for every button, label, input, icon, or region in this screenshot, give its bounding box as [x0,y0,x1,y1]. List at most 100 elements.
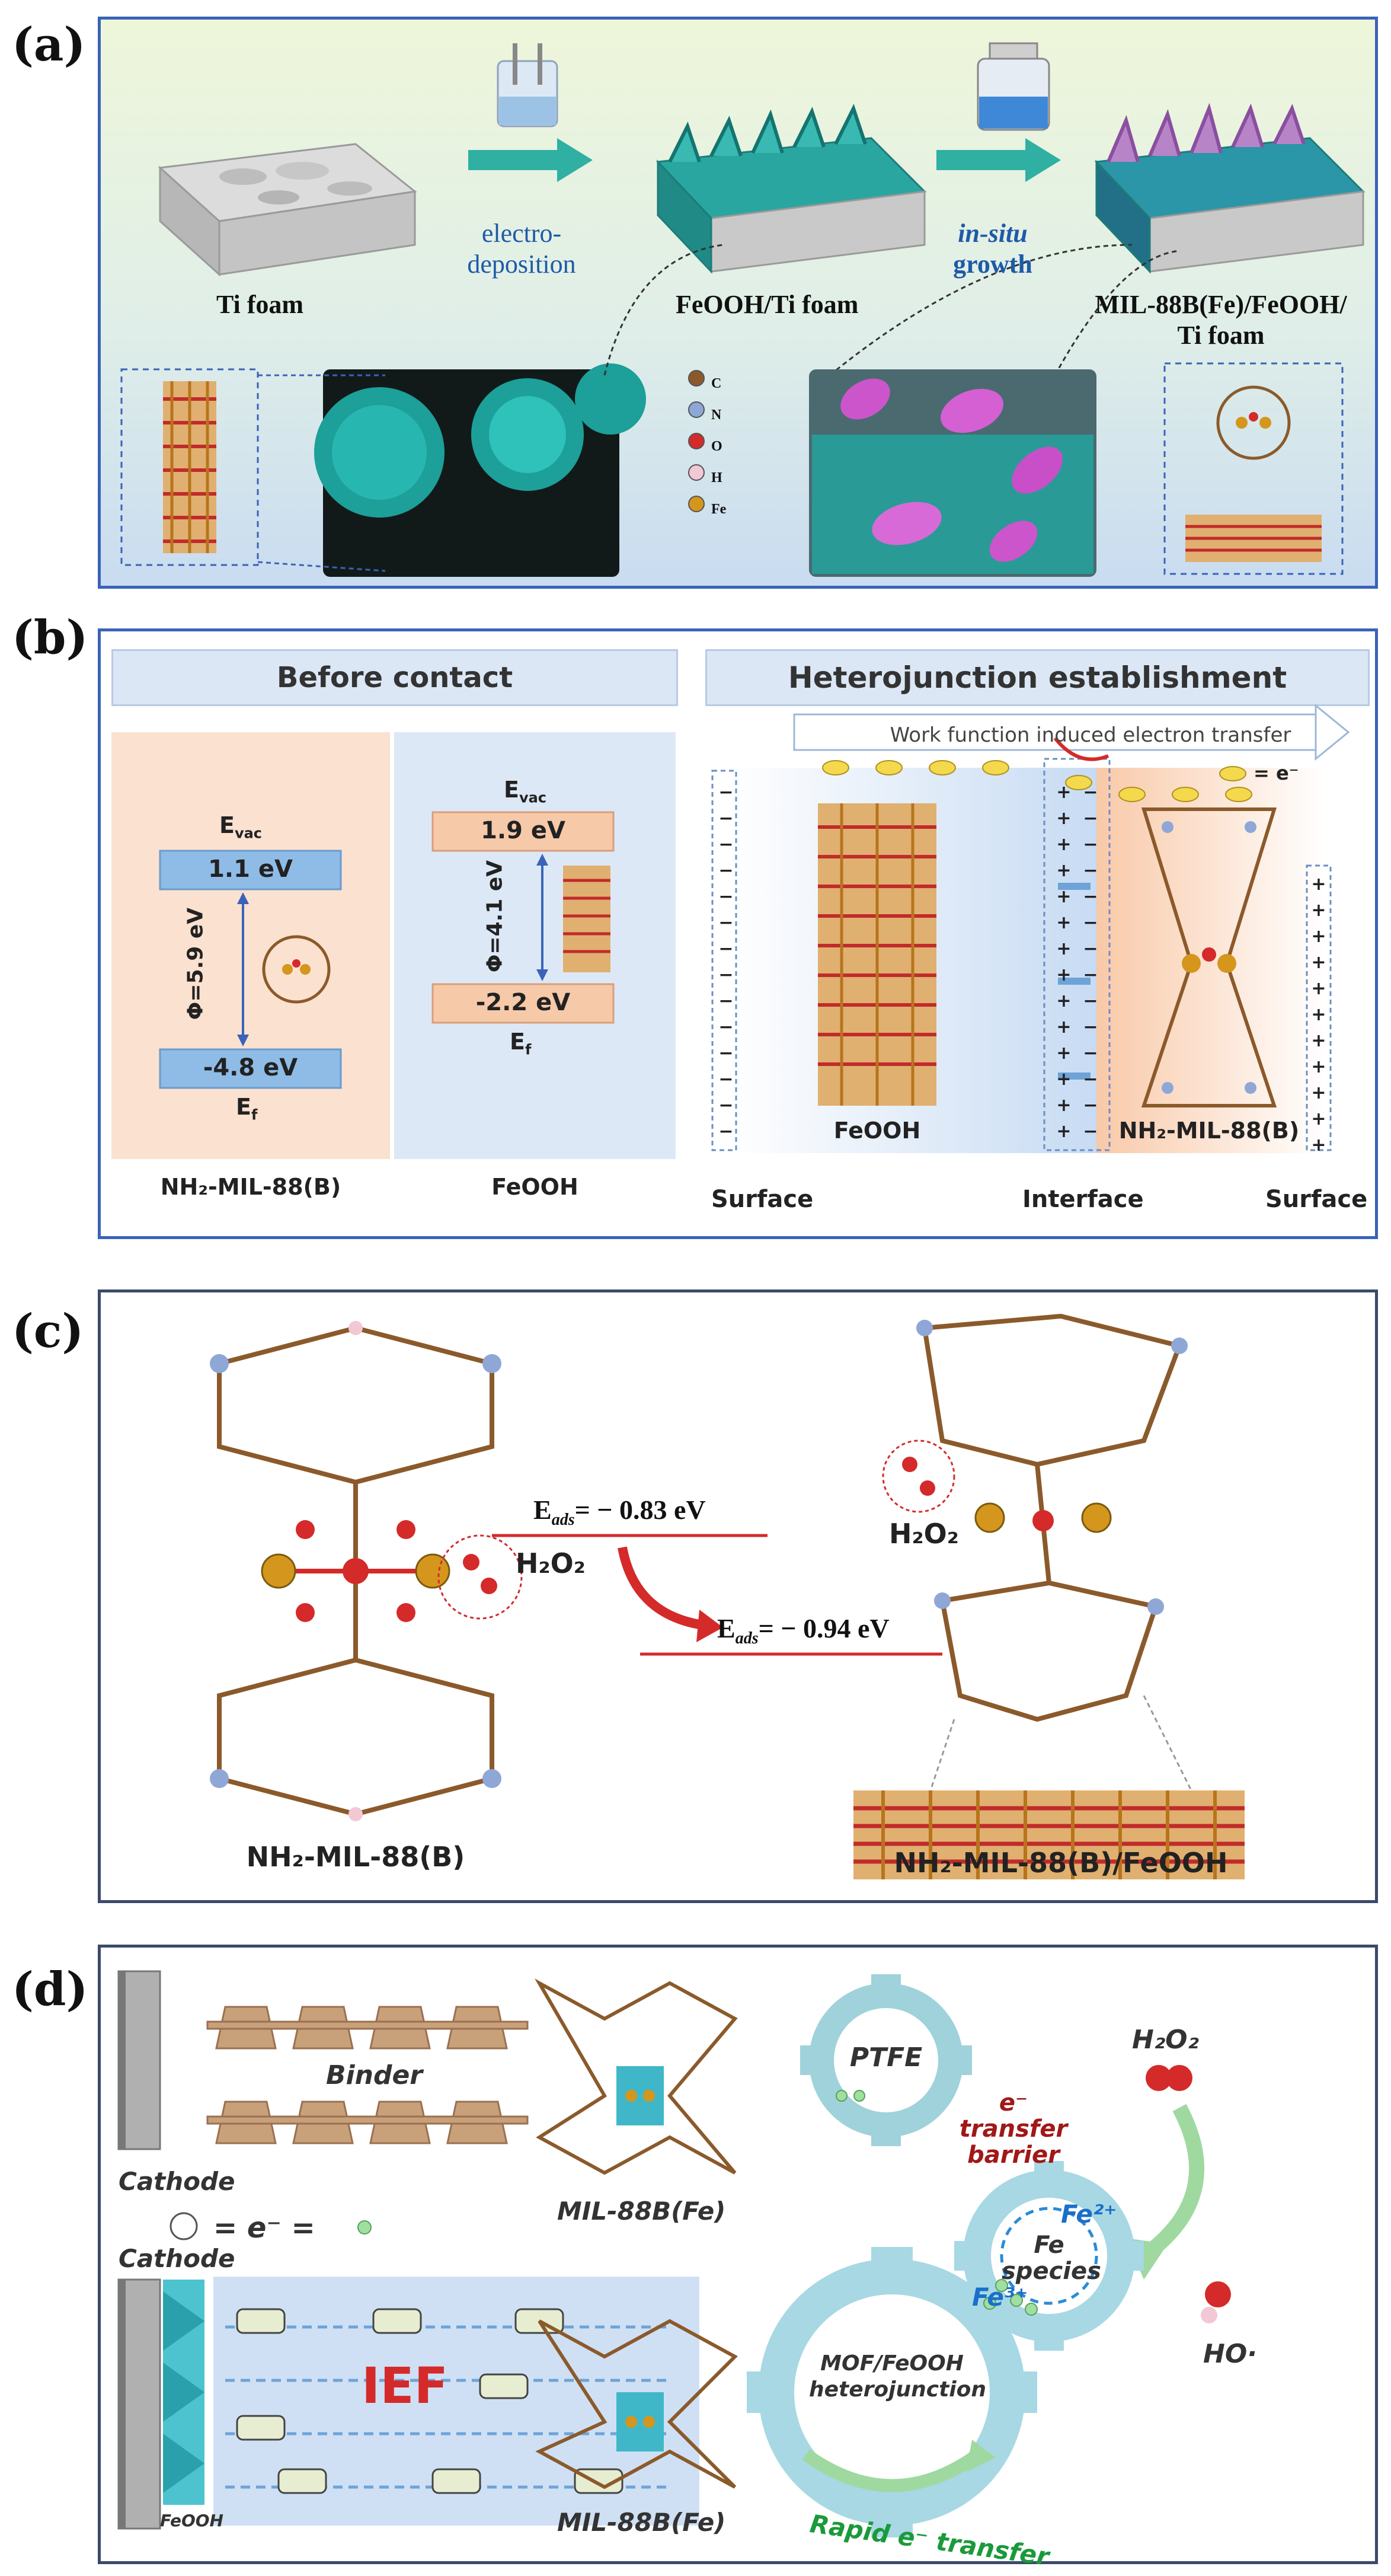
panel-c: Eads= − 0.83 eV H₂O₂ Eads= − 0.94 eV H₂O… [98,1289,1378,1903]
mil-foam-label: MIL-88B(Fe)/FeOOH/ Ti foam [1073,289,1369,351]
eads2-prefix: E [717,1613,736,1643]
mil-bottom-label: MIL-88B(Fe) [557,2508,726,2537]
feooh-evac-sub: vac [519,789,547,806]
panel-label-a: (a) [12,18,86,72]
inner-feooh-label: FeOOH [833,1118,921,1144]
mof-fermi-band [159,1048,342,1089]
feooh-evac: Evac [504,777,546,806]
feooh-ef: Ef [510,1029,531,1058]
mof-top-value: 1.1 eV [208,856,293,883]
mof-vac-band [159,850,342,890]
transfer-arrow-text: Work function induced electron transfer [890,723,1291,747]
car-icons [236,2308,623,2494]
ho-radical-label: HO· [1203,2339,1257,2369]
beaker-icon [497,43,558,127]
mil-molecule-bottom [535,2319,738,2489]
mof-hetero-line2: heterojunction [809,2377,987,2402]
feooh-label: FeOOH [491,1174,578,1200]
reaction-arrow [1139,2103,1204,2262]
panel-b-graphics [159,703,1350,1151]
arrow-step-1 [468,138,593,182]
fe2-label: Fe²⁺ [1061,2200,1117,2229]
legend-o: O [711,439,722,454]
step2-line2: growth [953,250,1032,279]
e-barrier-label: e⁻ transfer barrier [948,2090,1079,2168]
fe-species-line2: species [1002,2258,1101,2285]
cathode-bottom [117,2278,204,2530]
mof-feooh-label: NH₂-MIL-88(B)/FeOOH [894,1847,1228,1879]
mil-foam-line1: MIL-88B(Fe)/FeOOH/ [1095,290,1347,319]
panel-d: Binder Cathode MIL-88B(Fe) PTFE e⁻ trans… [98,1945,1378,2571]
binder-label: Binder [326,2060,423,2090]
feooh-top-value: 1.9 eV [481,817,565,844]
feooh-evac-main: E [504,777,519,803]
arrow-step-2 [936,138,1061,182]
interface-minus-signs: −−−−−−−−−−−−−− [1083,782,1098,1142]
mof-ef: Ef [236,1094,257,1123]
cathode-top-label: Cathode [119,2167,235,2196]
feooh-bottom-value: -2.2 eV [475,989,571,1016]
legend-fe: Fe [711,502,727,517]
ho-radical-icon [1205,2281,1231,2307]
h2o2-label: H₂O₂ [1132,2025,1199,2055]
feooh-small-label: FeOOH [160,2511,223,2530]
step1-line1: electro- [481,219,562,248]
eads1-value: = − 0.83 eV [574,1495,706,1525]
interface-plus-signs: ++++++++++++++ [1056,782,1072,1142]
surface-plus-signs: +++++++++++ [1311,874,1326,1155]
h2o2-left-label: H₂O₂ [516,1547,586,1579]
cathode-top [117,1970,161,2150]
mil-foam-line2: Ti foam [1177,321,1265,350]
mof-on-feooh-icon [1185,385,1322,562]
mof-ef-sub: f [251,1106,258,1123]
ief-label: IEF [362,2357,449,2415]
legend-n: N [711,407,722,423]
mof-hetero-line1: MOF/FeOOH [820,2351,964,2376]
mil-molecule-top [535,1978,738,2175]
mof-molecule-right [882,1313,1192,1791]
h2o2-right-label: H₂O₂ [889,1518,959,1550]
e-barrier-line3: barrier [967,2141,1060,2169]
mof-ef-main: E [236,1094,251,1120]
mof-bottom-value: -4.8 eV [203,1054,298,1081]
electron-legend: = e⁻ [1254,762,1299,784]
atom-legend-labels: C N O H Fe [711,368,726,525]
fe3-label: Fe³⁺ [972,2283,1028,2312]
adsorption-arrow [618,1546,701,1629]
feooh-band-bg [394,732,676,1159]
panel-label-d: (d) [12,1962,88,2016]
electron-equation: = e⁻ = [213,2211,315,2245]
panel-d-graphics [117,1970,1231,2537]
mof-left-label: NH₂-MIL-88(B) [246,1841,465,1873]
feooh-foam-label: FeOOH/Ti foam [676,290,859,319]
panel-b: Before contact Heterojunction establishm… [98,628,1378,1239]
binder-chain [206,2006,529,2144]
transfer-arrow [793,703,1350,761]
eads2-value: = − 0.94 eV [758,1613,890,1643]
h2o2-molecule [1146,2065,1192,2091]
cathode-bottom-label: Cathode [119,2244,235,2273]
mof-molecule-big [1141,807,1277,1107]
legend-h: H [711,470,722,486]
autoclave-icon [977,42,1050,131]
step1-label: electro- deposition [445,218,599,280]
panel-label-b: (b) [12,611,88,665]
ptfe-label: PTFE [849,2042,923,2073]
eads2-sub: ads [735,1629,759,1648]
mil-foam-block [1094,103,1366,274]
mof-evac-main: E [219,812,235,838]
eads1-sub: ads [551,1511,575,1530]
step2-line1: in-situ [958,219,1028,248]
mof-label: NH₂-MIL-88(B) [160,1174,341,1200]
mil-top-label: MIL-88B(Fe) [557,2197,726,2226]
before-contact-header: Before contact [111,649,678,706]
mof-molecule-left [210,1321,523,1821]
heterojunction-header: Heterojunction establishment [705,649,1370,706]
mof-work-function: Φ=5.9 eV [183,907,208,1020]
mof-molecule-small [262,935,331,1004]
step2-label: in-situ growth [933,218,1052,280]
crystal-inset-right [1163,362,1344,575]
feooh-ef-sub: f [525,1041,532,1058]
eads-label-2: Eads= − 0.94 eV [717,1613,890,1648]
feooh-crystal-icon [163,381,216,553]
